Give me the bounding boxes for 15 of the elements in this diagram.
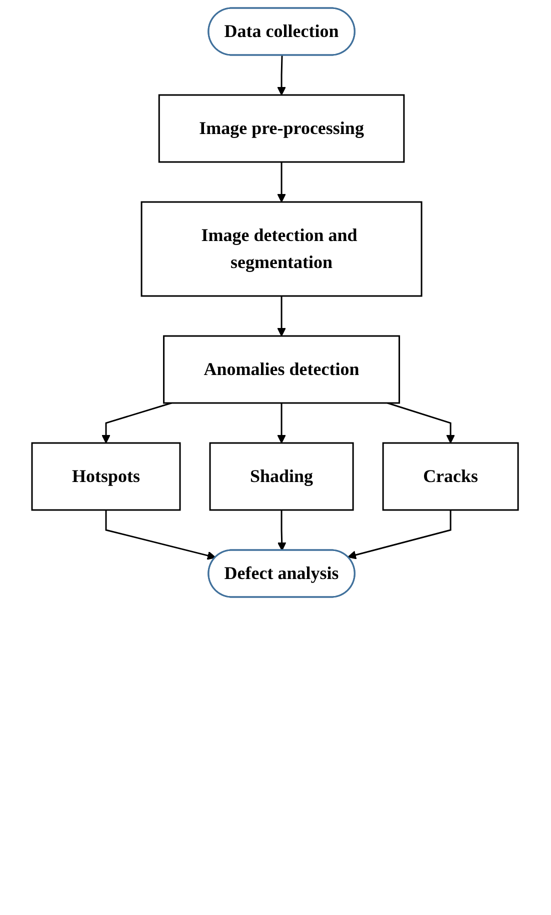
arrow	[278, 510, 287, 551]
arrow	[102, 402, 172, 444]
node-box: Cracks	[382, 442, 520, 511]
node-box: Hotspots	[32, 442, 182, 511]
node-box: Image pre-processing	[158, 94, 406, 163]
arrow	[278, 296, 286, 336]
arrow	[278, 403, 286, 444]
arrow	[278, 55, 286, 96]
arrow	[348, 510, 452, 560]
node-box: Anomalies detection	[164, 335, 400, 404]
arrow	[106, 510, 217, 560]
node-box: Image detection and segmentation	[141, 201, 423, 297]
arrow	[388, 402, 456, 444]
node-box: Shading	[210, 442, 354, 511]
arrow	[278, 162, 286, 202]
